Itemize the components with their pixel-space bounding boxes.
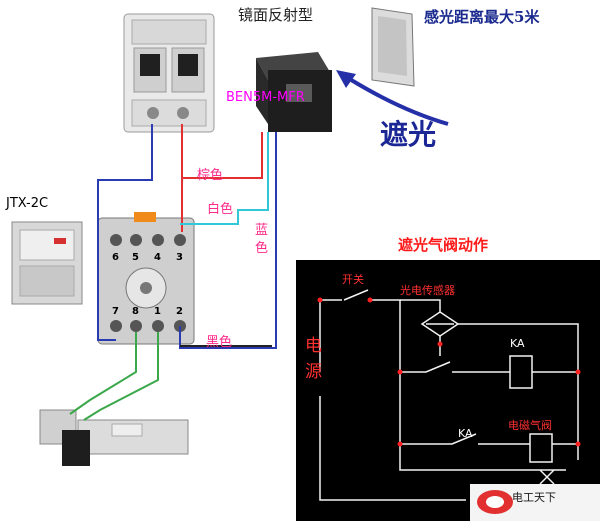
sensor-model-label: BEN5M-MFR (226, 90, 305, 105)
watermark-text: 电工天下 (512, 491, 556, 504)
wire-blue-label: 蓝色 (255, 223, 269, 256)
reflector-mirror (371, 7, 415, 87)
relay-pin-2: 2 (176, 306, 183, 317)
relay-jtx2c (11, 221, 83, 305)
wire-white-label: 白色 (207, 202, 234, 217)
solenoid-label: 电磁气阀 (508, 419, 552, 432)
wires (69, 124, 277, 421)
power-label: 电源 (305, 336, 322, 382)
relay-pin-3: 3 (176, 252, 183, 263)
relay-pin-7: 7 (112, 306, 119, 317)
ka-contact-label: KA (458, 427, 473, 440)
sensor-type-label: 镜面反射型 (238, 6, 314, 24)
solenoid-valve (39, 409, 189, 466)
relay-socket (97, 212, 195, 345)
distance-note-label: 感光距离最大5米 (424, 8, 540, 26)
schematic-title: 遮光气阀动作 (398, 236, 489, 254)
block-label: 遮光 (380, 118, 437, 151)
relay-pin-1: 1 (154, 306, 161, 317)
relay-pin-6: 6 (112, 252, 119, 263)
relay-pin-4: 4 (154, 252, 161, 263)
wire-brown-label: 棕色 (197, 168, 224, 183)
schematic-panel (296, 260, 600, 521)
wire-black-label: 黑色 (206, 335, 233, 350)
circuit-breaker (123, 13, 215, 133)
relay-model-label: JTX-2C (6, 196, 49, 211)
relay-pin-8: 8 (132, 306, 139, 317)
photoelectric-sensor (256, 52, 332, 132)
relay-pin-5: 5 (132, 252, 139, 263)
ka-coil-label: KA (510, 337, 525, 350)
block-arrow (336, 70, 449, 126)
switch-label: 开关 (342, 273, 364, 286)
photo-sensor-label: 光电传感器 (400, 284, 455, 297)
